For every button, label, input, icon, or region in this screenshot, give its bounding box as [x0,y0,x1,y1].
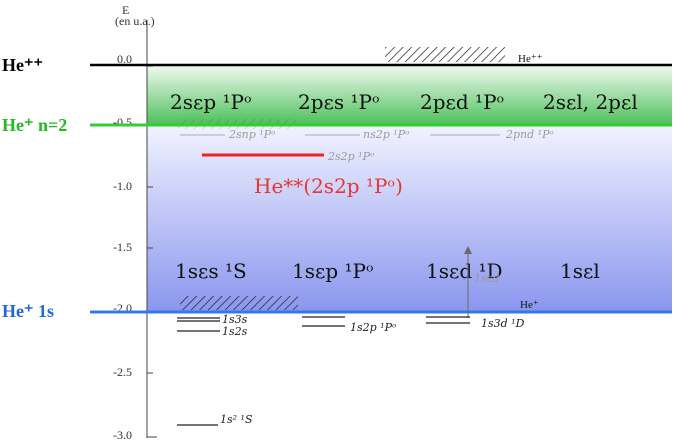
bound-level-1s2p: 1s2p ¹Pᵒ [350,321,396,334]
ground-state-label: 1s² ¹S [220,413,253,426]
he-p-continuum-tag: He⁺ [520,299,539,311]
bound-level-1s3d: 1s3d ¹D [481,317,525,330]
he-pp-label: He⁺⁺ [2,55,43,75]
axis-unit: (en u.a.) [115,14,155,28]
he-pp-continuum-hatch [385,47,505,62]
tick-label-2: -1.0 [113,179,132,193]
resonance-label: He**(2s2p ¹Pᵒ) [254,174,403,198]
transition-arrow-head [464,246,472,254]
bound-level-1s3s: 1s3s [222,313,248,326]
tick-label-3: -1.5 [113,240,132,254]
tick-label-6: -3.0 [113,428,132,442]
he-p-continuum-hatch [180,296,298,310]
lower-band-label-3: 1sεl [560,259,600,283]
faint-level-2s2p: 2s2p ¹Pᵒ [327,150,374,163]
lower-continuum-band [147,125,672,312]
he-p-1s-label: He⁺ 1s [2,301,54,321]
lower-band-label-0: 1sεs ¹S [175,259,247,283]
axis-title: E [122,3,129,17]
tick-label-1: -0.5 [113,115,132,129]
faint-label-1sed: 1sεd [474,272,500,285]
upper-band-label-3: 2sεl, 2pεl [543,90,638,114]
he-p-n2-label: He⁺ n=2 [2,115,67,135]
bound-level-1s2s: 1s2s [222,325,248,338]
faint-level-ns2p: ns2p ¹Pᵒ [363,128,409,141]
faint-level-2snp: 2snp ¹Pᵒ [228,128,275,141]
tick-label-5: -2.5 [113,365,132,379]
upper-band-label-2: 2pεd ¹Pᵒ [420,90,504,114]
upper-band-label-1: 2pεs ¹Pᵒ [298,90,380,114]
lower-band-label-1: 1sεp ¹Pᵒ [292,259,374,283]
lower-band-label-2: 1sεd ¹D [426,259,503,283]
tick-label-0: 0.0 [117,52,132,66]
faint-level-2pnd: 2pnd ¹Pᵒ [505,128,554,141]
upper-band-label-0: 2sεp ¹Pᵒ [170,90,252,114]
upper-continuum-band [147,66,672,125]
he-pp-continuum-tag: He⁺⁺ [518,53,543,65]
